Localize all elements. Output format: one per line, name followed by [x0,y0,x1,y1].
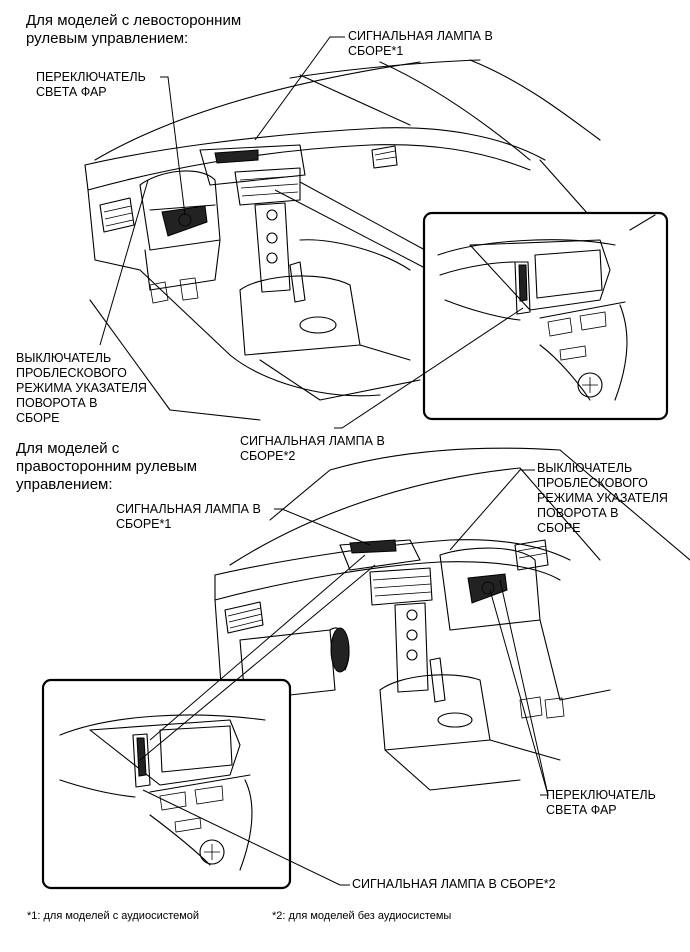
lhd-dashboard-illustration [84,59,621,421]
rhd-headlight-switch-label: ПЕРЕКЛЮЧАТЕЛЬ СВЕТА ФАР [546,788,656,817]
rhd-heading: Для моделей с правосторонним рулевым упр… [16,440,198,493]
lhd-signal-lamp-1-label: СИГНАЛЬНАЯ ЛАМПА В СБОРЕ*1 [348,29,493,58]
footnote-1: *1: для моделей с аудиосистемой [27,910,200,922]
lhd-hazard-switch-label: ВЫКЛЮЧАТЕЛЬ ПРОБЛЕСКОВОГО РЕЖИМА УКАЗАТЕ… [16,351,147,425]
footnote-2: *2: для моделей без аудиосистемы [272,910,452,922]
rhd-leader-lines [139,469,549,886]
lhd-inset-detail [422,211,669,421]
lhd-leader-lines [99,36,524,429]
lhd-signal-lamp-2-label: СИГНАЛЬНАЯ ЛАМПА В СБОРЕ*2 [240,434,385,463]
rhd-inset-detail [41,678,292,890]
rhd-hazard-switch-label: ВЫКЛЮЧАТЕЛЬ ПРОБЛЕСКОВОГО РЕЖИМА УКАЗАТЕ… [537,461,668,535]
rhd-signal-lamp-2-label: СИГНАЛЬНАЯ ЛАМПА В СБОРЕ*2 [352,877,556,891]
lhd-headlight-switch-label: ПЕРЕКЛЮЧАТЕЛЬ СВЕТА ФАР [36,70,146,99]
rhd-signal-lamp-1-label: СИГНАЛЬНАЯ ЛАМПА В СБОРЕ*1 [116,502,261,531]
rhd-dashboard-illustration [214,447,690,791]
lhd-heading: Для моделей с левосторонним рулевым упра… [26,12,242,47]
